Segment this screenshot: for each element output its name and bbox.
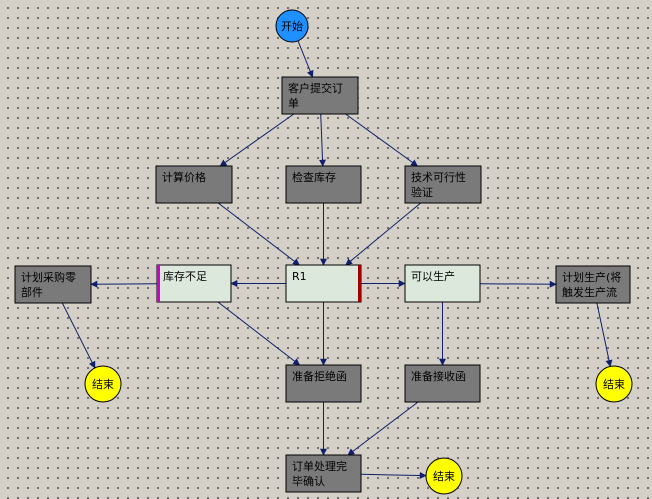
node-price[interactable]: 计算价格: [155, 165, 233, 204]
edges-layer: [61, 40, 613, 479]
task-box[interactable]: [404, 364, 481, 403]
node-accept[interactable]: 准备接收函: [404, 364, 481, 403]
task-box[interactable]: [155, 165, 233, 204]
node-label-line: 准备接收函: [411, 369, 466, 383]
node-ok[interactable]: 可以生产: [404, 264, 481, 303]
node-end1[interactable]: 结束: [84, 365, 122, 403]
node-label: 结束: [92, 378, 114, 391]
edge-start-to-submit: [297, 40, 314, 78]
node-label-line: 客户提交订: [288, 81, 343, 95]
node-label-line: 触发生产流: [562, 285, 617, 299]
node-end3[interactable]: 结束: [595, 365, 633, 403]
edge-plan-to-end3: [596, 302, 613, 368]
node-short[interactable]: 库存不足: [156, 264, 232, 303]
edge-tech-to-r1: [345, 202, 421, 266]
task-box[interactable]: [555, 265, 631, 304]
task-box[interactable]: [281, 76, 359, 115]
edge-price-to-r1: [217, 202, 300, 266]
edge-submit-to-stock: [319, 113, 327, 167]
node-label-line: 订单处理完: [292, 459, 347, 473]
node-label-line: 可以生产: [411, 269, 455, 283]
edge-accept-to-done: [347, 401, 419, 456]
decision-box[interactable]: [404, 264, 481, 303]
task-box[interactable]: [14, 265, 92, 304]
node-label-line: 单: [288, 97, 299, 110]
node-label: 开始: [281, 19, 303, 33]
node-reject[interactable]: 准备拒绝函: [285, 364, 362, 403]
left-marker-bar: [157, 265, 160, 302]
right-marker-bar: [358, 265, 361, 302]
end-event-circle[interactable]: [84, 365, 122, 403]
task-box[interactable]: [404, 165, 482, 204]
node-label: 结束: [603, 378, 625, 391]
node-label: 结束: [433, 470, 455, 483]
node-r1[interactable]: R1: [285, 264, 362, 303]
node-label-line: 库存不足: [163, 269, 207, 283]
node-label-line: 毕确认: [292, 475, 325, 488]
node-label-line: 验证: [411, 185, 433, 199]
node-end2[interactable]: 结束: [425, 457, 463, 495]
edge-submit-to-tech: [345, 113, 418, 167]
start-event-circle[interactable]: [275, 9, 309, 43]
end-event-circle[interactable]: [425, 457, 463, 495]
edge-short-to-reject: [217, 301, 301, 366]
decision-box[interactable]: [285, 264, 362, 303]
node-label-line: 准备拒绝函: [292, 369, 347, 383]
edge-purchase-to-end1: [61, 302, 96, 369]
node-stock[interactable]: 检查库存: [285, 165, 362, 204]
node-label-line: 部件: [21, 285, 43, 299]
edge-submit-to-price: [219, 113, 295, 167]
node-label-line: 计划采购零: [21, 270, 76, 284]
node-label-line: 计算价格: [162, 170, 206, 184]
edge-done-to-end2: [360, 471, 427, 479]
node-start[interactable]: 开始: [275, 9, 309, 43]
node-label-line: 技术可行性: [411, 170, 466, 184]
task-box[interactable]: [285, 364, 362, 403]
node-label-line: 检查库存: [292, 170, 336, 184]
decision-box[interactable]: [156, 264, 232, 303]
task-box[interactable]: [285, 454, 362, 493]
node-label-line: 计划生产(将: [562, 270, 621, 284]
task-box[interactable]: [285, 165, 362, 204]
end-event-circle[interactable]: [595, 365, 633, 403]
edge-ok-to-plan: [479, 280, 557, 288]
node-label-line: R1: [292, 270, 307, 283]
